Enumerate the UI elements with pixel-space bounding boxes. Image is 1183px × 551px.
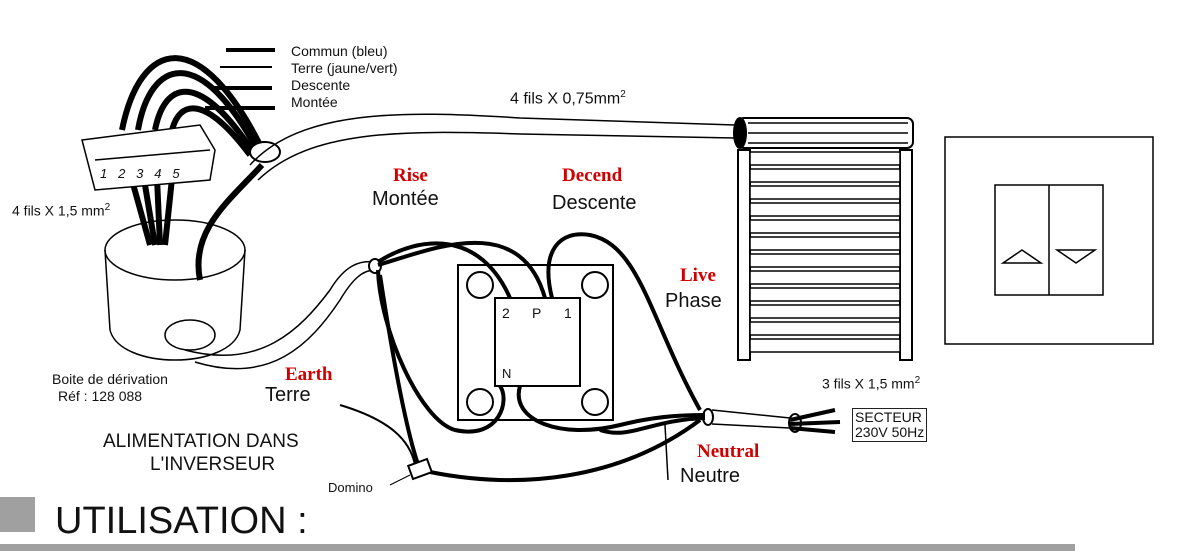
descend-label: Decend	[562, 165, 623, 186]
rise-label: Rise	[393, 165, 428, 186]
legend-montee: Montée	[291, 94, 338, 110]
neutre-label: Neutre	[680, 465, 741, 487]
domino-label: Domino	[328, 480, 373, 495]
section-marker	[0, 497, 35, 532]
terminal-block	[81, 124, 216, 191]
mains-cable-label: 3 fils X 1,5 mm2	[822, 375, 921, 392]
neutral-label: Neutral	[697, 441, 760, 462]
caption-line2: L'INVERSEUR	[150, 454, 276, 475]
junction-box	[104, 219, 246, 361]
switch-wires	[376, 232, 841, 483]
terre-label: Terre	[265, 384, 311, 406]
montee-label: Montée	[372, 188, 439, 210]
shutter-slat	[749, 253, 901, 268]
shutter-slat	[749, 287, 901, 302]
shutter-slat	[749, 321, 901, 336]
phase-label: Phase	[665, 290, 722, 312]
descente-label: Descente	[552, 192, 637, 214]
shutter-slat	[749, 304, 901, 319]
terminal-p: P	[532, 305, 542, 321]
caption-line1: ALIMENTATION DANS	[103, 431, 299, 452]
shutter-slat	[749, 151, 901, 166]
earth-label: Earth	[285, 364, 333, 385]
shutter-slat	[749, 168, 901, 183]
shutter-slat	[749, 270, 901, 285]
section-rule	[0, 544, 1075, 551]
shutter-slat	[749, 202, 901, 217]
box-cable-label: 4 fils X 1,5 mm2	[12, 202, 111, 219]
terminal-1: 1	[564, 305, 572, 321]
switch-mechanism	[457, 264, 614, 421]
sheathed-cables	[184, 113, 791, 429]
shutter-slat	[749, 338, 901, 353]
domino-connector	[406, 457, 434, 481]
terminal-n: N	[502, 366, 512, 381]
shutter-slat	[749, 219, 901, 234]
legend-descente: Descente	[291, 77, 351, 93]
terminal-numbers: 1 2 3 4 5	[100, 166, 180, 181]
legend-commun: Commun (bleu)	[291, 43, 388, 59]
wall-switch	[944, 136, 1154, 345]
terminal-2: 2	[502, 305, 510, 321]
motor-cable-label: 4 fils X 0,75mm2	[510, 89, 626, 108]
live-label: Live	[680, 265, 716, 286]
junction-box-ref: Réf : 128 088	[58, 388, 143, 404]
secteur-box: SECTEUR 230V 50Hz	[852, 408, 928, 442]
shutter-slat	[749, 185, 901, 200]
secteur-line2: 230V 50Hz	[855, 424, 925, 440]
roller-shutter	[733, 117, 914, 361]
shutter-slat	[749, 236, 901, 251]
junction-box-name: Boite de dérivation	[52, 371, 168, 387]
secteur-line1: SECTEUR	[855, 409, 922, 425]
legend-terre: Terre (jaune/vert)	[291, 60, 398, 76]
section-title: UTILISATION :	[55, 500, 308, 542]
